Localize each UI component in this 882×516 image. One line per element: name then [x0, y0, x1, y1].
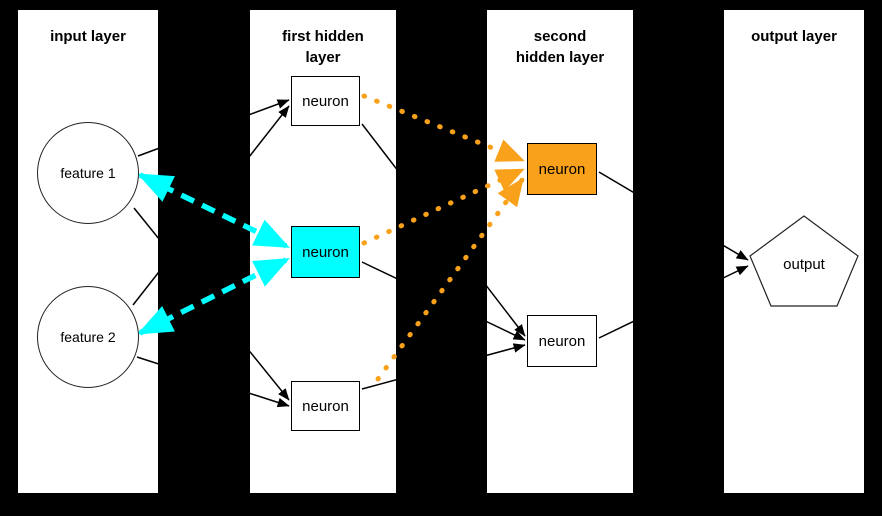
node-hidden1-neuron-3-label: neuron: [302, 397, 349, 415]
node-output[interactable]: output: [750, 216, 858, 308]
edge-h1n1-to-h2n2: [361, 123, 526, 337]
node-hidden2-neuron-1[interactable]: neuron: [527, 143, 597, 195]
layer-panel-hidden-2: second hidden layer: [487, 10, 633, 493]
edge-feature1-to-h1n1: [137, 99, 290, 157]
edge-feature2-to-h1n2-cyan: [137, 257, 290, 336]
edge-h2n2-to-output: [598, 265, 749, 339]
node-output-label: output: [783, 255, 825, 273]
edge-feature1-to-h1n2-cyan: [137, 172, 290, 249]
edge-h1n2-to-h2n1-orange: [361, 167, 525, 246]
layer-title-hidden-2: second hidden layer: [515, 28, 605, 66]
layer-panel-input: input layer: [18, 10, 158, 493]
node-hidden1-neuron-3[interactable]: neuron: [291, 381, 360, 431]
node-hidden1-neuron-1[interactable]: neuron: [291, 76, 360, 126]
node-hidden1-neuron-2-label: neuron: [302, 243, 349, 261]
node-hidden1-neuron-1-label: neuron: [302, 92, 349, 110]
layer-title-input: input layer: [50, 28, 126, 45]
edge-h1n1-to-h2n1-orange: [361, 93, 525, 163]
output-pentagon-shape: [749, 215, 859, 307]
node-hidden2-neuron-2-label: neuron: [538, 332, 586, 350]
edge-h1n3-to-h2n2: [361, 343, 526, 390]
edge-feature2-to-h1n3: [136, 356, 290, 408]
layer-title-output: output layer: [751, 28, 837, 45]
node-hidden2-neuron-1-label: neuron: [538, 160, 586, 178]
edge-h1n3-to-h2n1-orange: [375, 177, 525, 382]
node-hidden2-neuron-2[interactable]: neuron: [527, 315, 597, 367]
edge-h2n1-to-output: [598, 171, 749, 261]
node-feature-1[interactable]: feature 1: [37, 122, 139, 224]
edge-h1n2-to-h2n2: [361, 261, 526, 341]
node-feature-2-label: feature 2: [60, 329, 116, 345]
edge-feature2-to-h1n1: [132, 105, 290, 306]
node-feature-1-label: feature 1: [60, 165, 116, 181]
node-feature-2[interactable]: feature 2: [37, 286, 139, 388]
node-hidden1-neuron-2[interactable]: neuron: [291, 226, 360, 278]
layer-title-hidden-1: first hidden layer: [282, 28, 364, 66]
